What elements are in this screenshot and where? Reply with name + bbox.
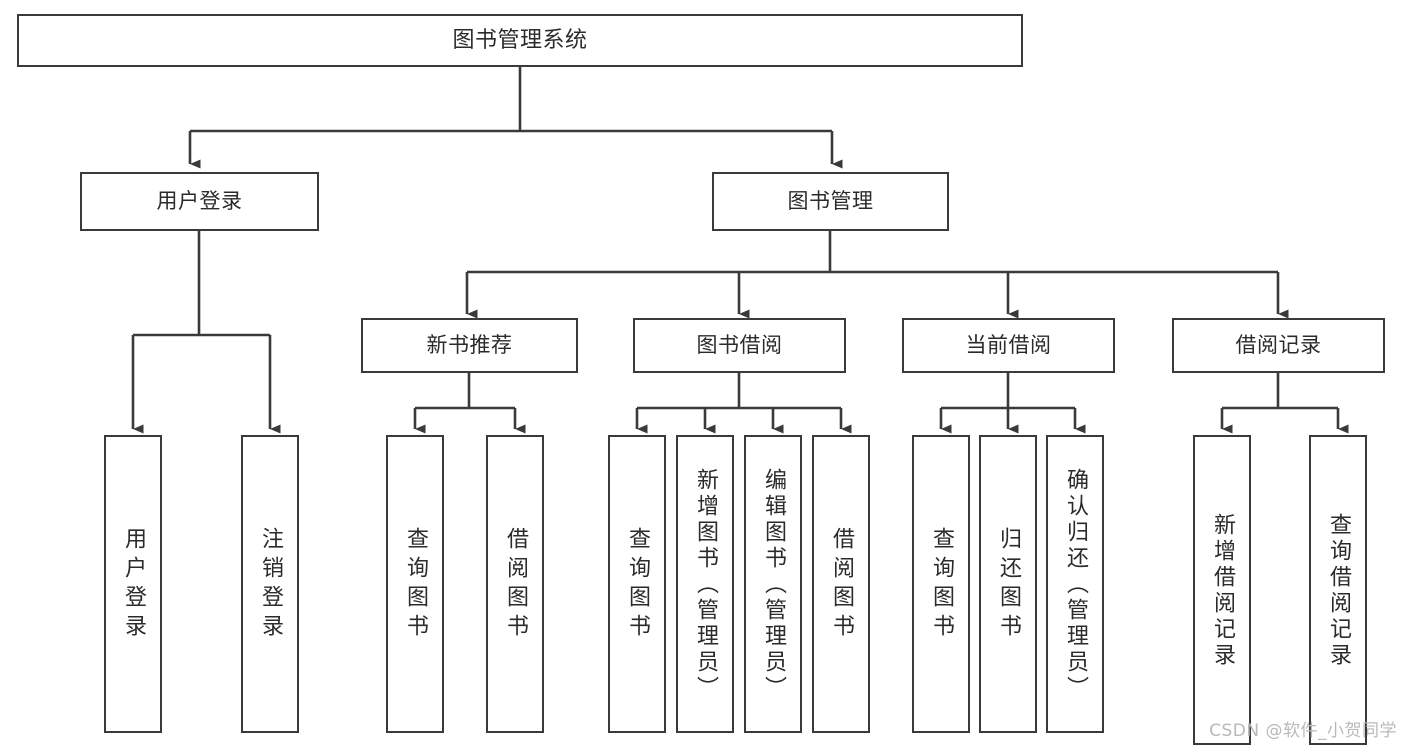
- node-label: 新增图书（管理员）: [693, 468, 718, 702]
- leaf-return-book[interactable]: 归还图书: [979, 435, 1037, 733]
- node-label: 查询借阅记录: [1326, 513, 1351, 669]
- node-user-login[interactable]: 用户登录: [80, 172, 319, 231]
- node-label: 查询图书: [625, 527, 650, 643]
- node-label: 查询图书: [403, 527, 428, 643]
- leaf-query-borrow-record[interactable]: 查询借阅记录: [1309, 435, 1367, 745]
- node-book-management[interactable]: 图书管理: [712, 172, 949, 231]
- node-label: 图书管理系统: [452, 27, 588, 53]
- node-label: 新书推荐: [426, 333, 513, 358]
- node-label: 图书管理: [787, 189, 874, 214]
- leaf-add-borrow-record[interactable]: 新增借阅记录: [1193, 435, 1251, 745]
- node-label: 图书借阅: [696, 333, 783, 358]
- leaf-query-book-current[interactable]: 查询图书: [912, 435, 970, 733]
- node-label: 新增借阅记录: [1210, 513, 1235, 669]
- node-label: 查询图书: [929, 527, 954, 643]
- node-label: 借阅图书: [829, 527, 854, 643]
- leaf-add-book-admin[interactable]: 新增图书（管理员）: [676, 435, 734, 733]
- node-label: 用户登录: [156, 189, 243, 214]
- node-current-borrowing[interactable]: 当前借阅: [902, 318, 1115, 373]
- node-root-library-management-system[interactable]: 图书管理系统: [17, 14, 1023, 67]
- node-book-borrowing[interactable]: 图书借阅: [633, 318, 846, 373]
- leaf-query-book-borrow[interactable]: 查询图书: [608, 435, 666, 733]
- leaf-borrow-book-newbook[interactable]: 借阅图书: [486, 435, 544, 733]
- node-label: 借阅图书: [503, 527, 528, 643]
- node-label: 用户登录: [121, 527, 146, 643]
- node-label: 确认归还（管理员）: [1063, 468, 1088, 702]
- leaf-borrow-book-borrow[interactable]: 借阅图书: [812, 435, 870, 733]
- node-label: 借阅记录: [1235, 333, 1322, 358]
- leaf-logout[interactable]: 注销登录: [241, 435, 299, 733]
- node-label: 编辑图书（管理员）: [761, 468, 786, 702]
- leaf-user-login[interactable]: 用户登录: [104, 435, 162, 733]
- node-label: 注销登录: [258, 527, 283, 643]
- watermark: CSDN @软件_小贺同学: [1209, 721, 1397, 741]
- node-borrowing-record[interactable]: 借阅记录: [1172, 318, 1385, 373]
- leaf-edit-book-admin[interactable]: 编辑图书（管理员）: [744, 435, 802, 733]
- leaf-confirm-return-admin[interactable]: 确认归还（管理员）: [1046, 435, 1104, 733]
- node-new-book-recommendation[interactable]: 新书推荐: [361, 318, 578, 373]
- leaf-query-book-newbook[interactable]: 查询图书: [386, 435, 444, 733]
- node-label: 当前借阅: [965, 333, 1052, 358]
- node-label: 归还图书: [996, 527, 1021, 643]
